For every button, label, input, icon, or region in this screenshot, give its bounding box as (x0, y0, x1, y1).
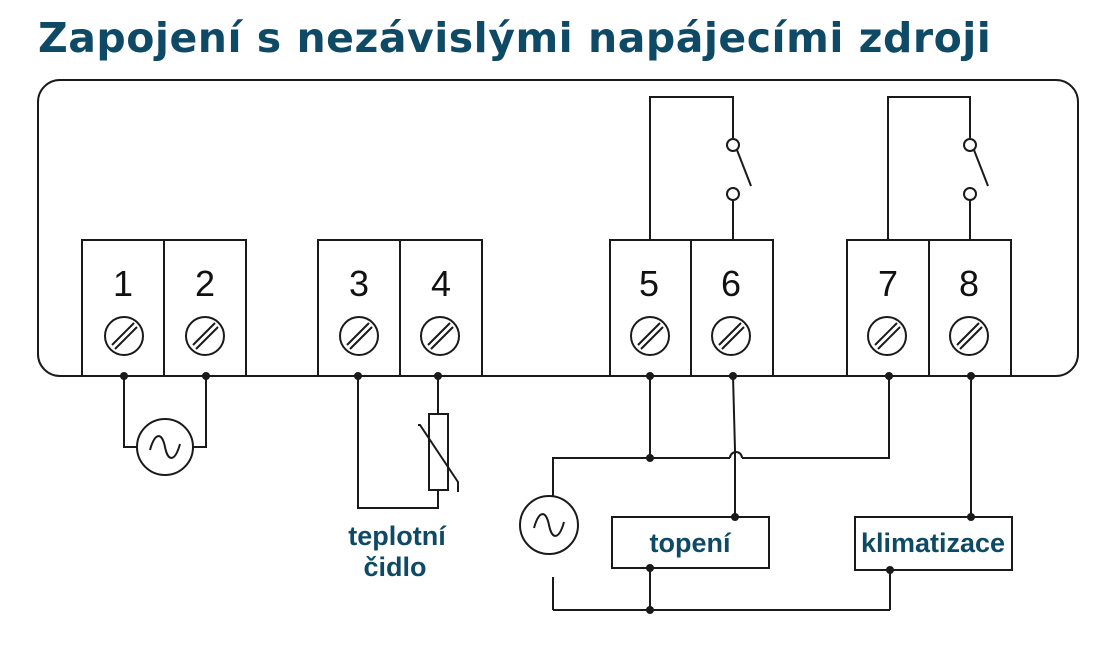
terminal-number-7: 7 (878, 263, 898, 304)
terminal-number-6: 6 (721, 263, 741, 304)
sensor-label-line2: čidlo (363, 552, 426, 582)
ac-source-icon (519, 495, 579, 555)
screw-terminal-icon (711, 316, 751, 356)
relay-contact-icon (887, 96, 989, 240)
terminal-number-4: 4 (431, 263, 451, 304)
screw-terminal-icon (339, 316, 379, 356)
terminal-number-2: 2 (195, 263, 215, 304)
cooling-load-box (854, 516, 1013, 571)
power-supply-wiring (123, 376, 207, 448)
heating-label: topení (650, 528, 732, 558)
screw-terminal-icon (420, 316, 460, 356)
heating-load-box (611, 516, 770, 569)
sensor-label-line1: teplotní (348, 521, 447, 551)
terminal-number-5: 5 (639, 263, 659, 304)
screw-terminal-icon (630, 316, 670, 356)
junction-dots (120, 372, 975, 614)
screw-terminal-icon (867, 316, 907, 356)
cooling-label: klimatizace (861, 528, 1005, 558)
output-wiring (552, 375, 972, 611)
ac-source-icon (136, 418, 194, 476)
screw-terminal-icon (104, 316, 144, 356)
terminal-number-1: 1 (113, 263, 133, 304)
terminal-number-3: 3 (349, 263, 369, 304)
thermistor-icon (418, 413, 459, 492)
controller-housing (37, 79, 1079, 377)
sensor-wiring (357, 376, 439, 509)
screw-terminal-icon (185, 316, 225, 356)
diagram-title: Zapojení s nezávislými napájecími zdroji (38, 14, 992, 62)
terminal-number-8: 8 (959, 263, 979, 304)
relay-contact-icon (649, 96, 752, 240)
screw-terminal-icon (949, 316, 989, 356)
